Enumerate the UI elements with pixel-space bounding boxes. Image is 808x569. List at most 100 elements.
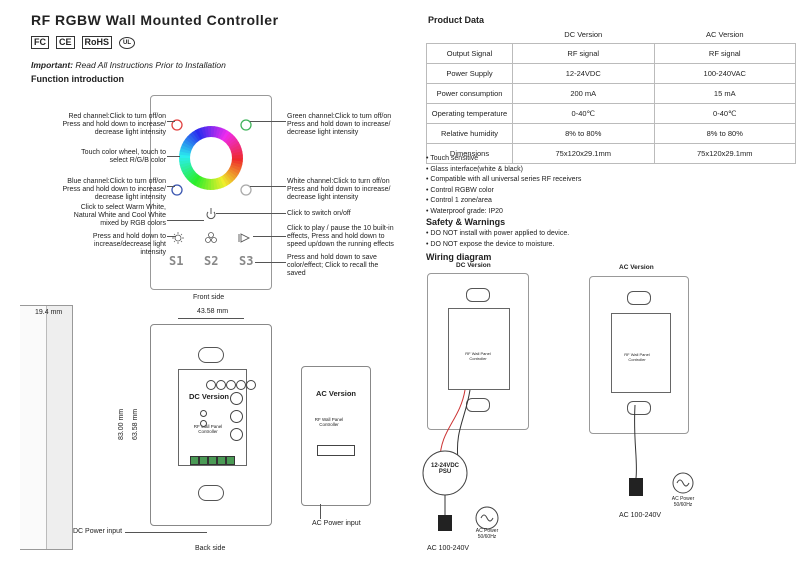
dc-module-label: RF Wall Panel Controller (193, 424, 223, 434)
feature-text: Waterproof grade: IP20 (430, 207, 503, 215)
terminal-screw (199, 456, 208, 465)
terminal-screw (226, 456, 235, 465)
bullet-icon: • (426, 186, 431, 194)
ac-terminal-block (317, 445, 355, 456)
safety-text: DO NOT expose the device to moisture. (430, 240, 555, 248)
color-wheel-center (190, 137, 232, 179)
module-knob (230, 410, 243, 423)
wiring-ac-slot-bottom (627, 401, 651, 415)
scene-button-s2[interactable]: S2 (204, 254, 219, 268)
back-side-caption: Back side (195, 545, 226, 552)
blue-channel-button[interactable] (171, 184, 183, 196)
leader-power (216, 213, 286, 214)
wiring-dc-ac-supply: AC 100-240V (427, 545, 470, 552)
feature-item: • Control RGBW color (426, 186, 796, 197)
important-text: Read All Instructions Prior to Installat… (75, 60, 226, 70)
wiring-ac-slot-top (627, 291, 651, 305)
brightness-label: Press and hold down to increase/decrease… (92, 233, 166, 256)
product-data-heading: Product Data (428, 15, 485, 25)
ac-module-label: RF Wall Panel Controller (314, 417, 344, 427)
dc-power-input-label: DC Power input (73, 528, 123, 535)
side-profile (20, 305, 73, 550)
play-label: Click to play / pause the 10 built-in ef… (287, 225, 394, 248)
wiring-dc-slot-top (466, 288, 490, 302)
leader-white (250, 186, 286, 187)
table-row-label: Output Signal (426, 43, 513, 64)
leader-scene (255, 262, 286, 263)
wiring-ac-cables (629, 404, 694, 496)
table-cell: 8% to 80% (653, 123, 796, 144)
warm-white-icon[interactable] (205, 232, 217, 243)
module-knob (236, 380, 246, 390)
module-knob (200, 410, 207, 417)
brightness-icon[interactable] (172, 232, 184, 244)
module-knob (246, 380, 256, 390)
scene-button-s3[interactable]: S3 (239, 254, 254, 268)
safety-list: • DO NOT install with power applied to d… (426, 229, 796, 250)
feature-item: • Compatible with all universal series R… (426, 175, 796, 186)
table-header-dc: DC Version (564, 30, 603, 39)
leader-wheel (167, 156, 180, 157)
terminal-screw (190, 456, 199, 465)
red-channel-button[interactable] (171, 119, 183, 131)
feature-item: • Glass interface(white & black) (426, 165, 796, 176)
feature-text: Control RGBW color (430, 186, 494, 194)
ac-power-line (320, 504, 321, 519)
terminal-screw (217, 456, 226, 465)
mount-slot-top (198, 347, 224, 363)
table-row-label: Relative humidity (426, 123, 513, 144)
wiring-dc-cables (422, 390, 499, 531)
dim-width: 43.58 mm (197, 308, 229, 315)
ce-logo: CE (56, 36, 75, 49)
certification-logos: FC CE RoHS UL (31, 36, 136, 49)
wiring-heading: Wiring diagram (426, 252, 492, 262)
feature-text: Touch sensitive (430, 155, 479, 162)
dc-terminals (190, 456, 236, 466)
table-cell: 0-40℃ (653, 103, 796, 124)
important-note: Important: Read All Instructions Prior t… (31, 60, 226, 70)
module-knob (200, 420, 207, 427)
leader-red (167, 121, 175, 122)
wiring-ac-title: AC Version (619, 264, 654, 271)
table-row-label: Dimensions (426, 143, 513, 164)
front-side-caption: Front side (193, 294, 225, 301)
table-cell: 8% to 80% (512, 123, 655, 144)
feature-list: • Touch sensitive• Glass interface(white… (426, 154, 796, 217)
wiring-psu-label: 12-24VDC PSU (430, 463, 459, 475)
green-channel-label: Green channel:Click to turn off/on Press… (287, 113, 392, 136)
feature-text: Glass interface(white & black) (430, 165, 523, 173)
bullet-icon: • (426, 155, 431, 162)
ul-logo: UL (119, 36, 136, 49)
wiring-dc-title: DC Version (456, 262, 491, 269)
wiring-dc-module-label: RF Wall Panel Controller (465, 351, 491, 361)
module-knob (230, 392, 243, 405)
play-icon[interactable] (238, 233, 251, 243)
leader-play (253, 236, 286, 237)
wiring-dc-panel: RF Wall Panel Controller (427, 273, 529, 430)
green-channel-button[interactable] (240, 119, 252, 131)
leader-brightness (167, 236, 176, 237)
white-channel-button[interactable] (240, 184, 252, 196)
table-cell: RF signal (512, 43, 655, 64)
safety-heading: Safety & Warnings (426, 217, 506, 227)
scene-label: Press and hold down to save color/effect… (287, 254, 379, 277)
bullet-icon: • (426, 176, 431, 183)
safety-item: • DO NOT expose the device to moisture. (426, 240, 796, 251)
dim-height-outer: 83.00 mm (118, 408, 125, 440)
ac-power-input-label: AC Power input (312, 520, 361, 527)
back-panel: DC Version RF Wall Panel Controller (150, 324, 272, 526)
function-intro-heading: Function introduction (31, 74, 124, 84)
terminal-screw (208, 456, 217, 465)
power-icon[interactable] (206, 208, 216, 220)
module-knob (206, 380, 216, 390)
module-knob (216, 380, 226, 390)
wiring-ac-module-label: RF Wall Panel Controller (624, 352, 650, 362)
scene-button-s1[interactable]: S1 (169, 254, 184, 268)
table-cell: 200 mA (512, 83, 655, 104)
bullet-icon: • (426, 230, 431, 237)
